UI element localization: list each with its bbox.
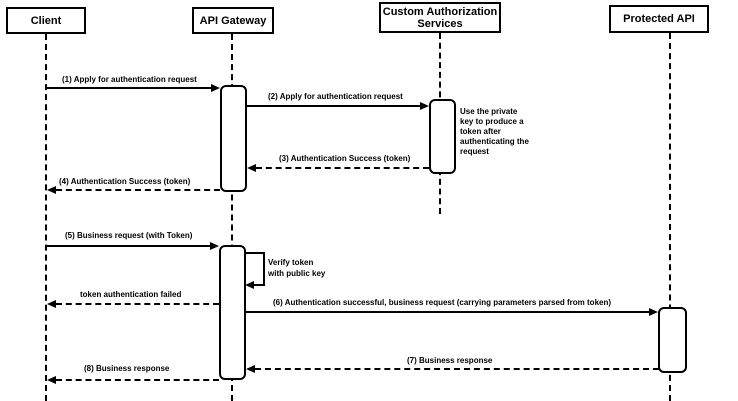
message-2-line bbox=[247, 105, 421, 107]
note-private-key: Use the private key to produce a token a… bbox=[460, 107, 529, 156]
participant-label-api-gateway: API Gateway bbox=[199, 14, 267, 27]
participant-box-api-gateway: API Gateway bbox=[192, 7, 274, 34]
activation-custom-authorization-services bbox=[429, 99, 456, 174]
participant-label-custom-authorization-services: Custom Authorization Services bbox=[382, 5, 498, 30]
activation-api-gateway-business bbox=[219, 245, 246, 380]
message-6-line bbox=[246, 311, 650, 313]
message-8-label: (8) Business response bbox=[84, 364, 170, 373]
activation-api-gateway-auth bbox=[220, 85, 247, 192]
participant-label-client: Client bbox=[30, 14, 62, 27]
message-4-arrowhead-icon bbox=[47, 186, 56, 194]
lifeline-protected-api bbox=[669, 33, 671, 401]
participant-box-protected-api: Protected API bbox=[609, 5, 709, 33]
self-message-line-bottom bbox=[254, 284, 265, 286]
message-5-label: (5) Business request (with Token) bbox=[65, 231, 193, 240]
message-8-arrowhead-icon bbox=[47, 376, 56, 384]
self-message-label: Verify token with public key bbox=[268, 258, 326, 278]
message-1-arrowhead-icon bbox=[211, 84, 220, 92]
message-6-label: (6) Authentication successful, business … bbox=[273, 298, 612, 307]
message-5-line bbox=[47, 245, 210, 247]
message-1-line bbox=[47, 87, 212, 89]
message-7-line bbox=[255, 368, 659, 370]
message-8-line bbox=[56, 379, 219, 381]
message-3-label: (3) Authentication Success (token) bbox=[279, 154, 411, 163]
message-2-arrowhead-icon bbox=[420, 102, 429, 110]
message-6-arrowhead-icon bbox=[649, 308, 658, 316]
self-message-arrowhead-icon bbox=[245, 281, 254, 289]
message-3-arrowhead-icon bbox=[247, 164, 256, 172]
message-token-failed-arrowhead-icon bbox=[47, 300, 56, 308]
message-4-line bbox=[56, 189, 220, 191]
participant-label-protected-api: Protected API bbox=[623, 13, 695, 25]
activation-protected-api bbox=[658, 307, 687, 373]
participant-box-custom-authorization-services: Custom Authorization Services bbox=[379, 2, 501, 33]
participant-box-client: Client bbox=[6, 7, 86, 34]
message-5-arrowhead-icon bbox=[210, 242, 219, 250]
lifeline-client bbox=[45, 34, 47, 401]
message-1-label: (1) Apply for authentication request bbox=[62, 75, 197, 84]
message-4-label: (4) Authentication Success (token) bbox=[59, 177, 191, 186]
message-7-label: (7) Business response bbox=[407, 356, 493, 365]
lifeline-api-gateway bbox=[231, 34, 233, 401]
self-message-line-top bbox=[246, 252, 265, 254]
self-message-line-right bbox=[263, 252, 265, 285]
message-3-line bbox=[256, 167, 429, 169]
message-2-label: (2) Apply for authentication request bbox=[268, 92, 403, 101]
message-7-arrowhead-icon bbox=[246, 365, 255, 373]
message-token-failed-label: token authentication failed bbox=[80, 290, 182, 299]
message-token-failed-line bbox=[56, 303, 219, 305]
